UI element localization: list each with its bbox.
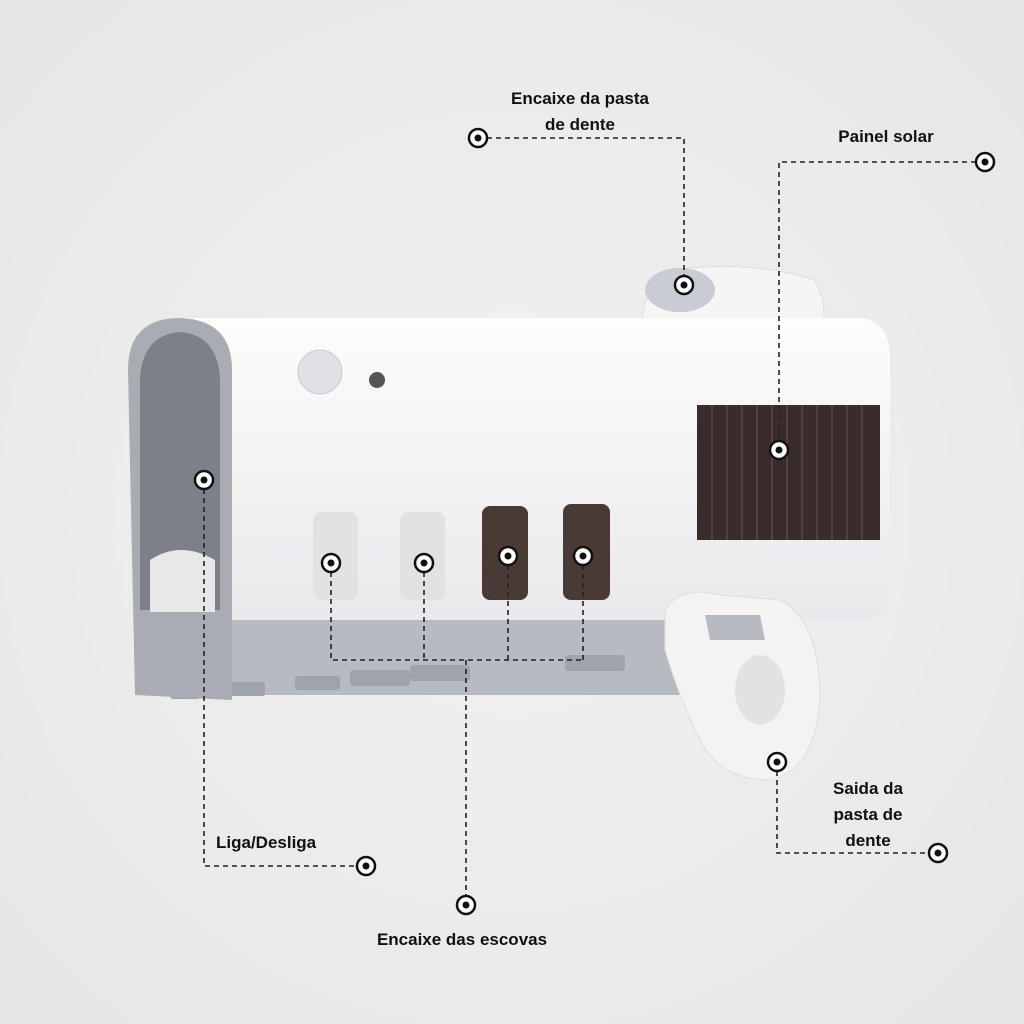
label-solar-panel: Painel solar — [838, 127, 934, 146]
target-marker-icon — [572, 545, 594, 567]
target-marker-icon — [673, 274, 695, 296]
bottom-tray — [140, 600, 700, 695]
solar-panel — [697, 405, 880, 540]
target-marker-icon — [355, 855, 377, 877]
target-marker-icon — [320, 552, 342, 574]
target-marker-icon — [413, 552, 435, 574]
target-marker-icon — [927, 842, 949, 864]
label-power-switch: Liga/Desliga — [216, 833, 317, 852]
toothbrush-holder-device — [128, 266, 890, 781]
label-line: dente — [845, 831, 891, 850]
label-brush-slots: Encaixe das escovas — [376, 930, 548, 949]
target-marker-icon — [974, 151, 996, 173]
motion-sensor — [297, 349, 343, 395]
target-marker-icon — [497, 545, 519, 567]
target-marker-icon — [455, 894, 477, 916]
label-line: pasta de — [833, 805, 903, 824]
uv-chamber — [140, 332, 220, 610]
indicator-light — [369, 372, 385, 388]
callout-lines — [203, 137, 985, 905]
label-toothpaste-slot: Encaixe da pasta de dente — [511, 86, 649, 138]
label-line: Encaixe da pasta — [511, 89, 649, 108]
label-line: de dente — [545, 115, 615, 134]
callout-markers — [193, 127, 996, 916]
target-marker-icon — [766, 751, 788, 773]
target-marker-icon — [193, 469, 215, 491]
target-marker-icon — [768, 439, 790, 461]
label-line: Saida da — [833, 779, 903, 798]
target-marker-icon — [467, 127, 489, 149]
label-toothpaste-outlet: Saida da pasta de dente — [833, 776, 903, 854]
